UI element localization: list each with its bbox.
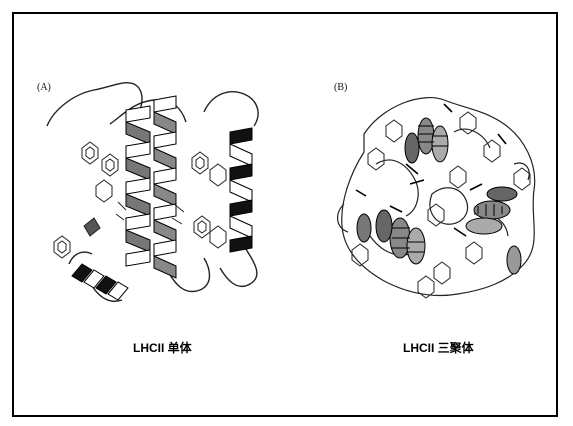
pigment-ring <box>434 262 450 284</box>
pigment-ring <box>484 140 500 162</box>
pigment-ring <box>386 120 402 142</box>
pigment-ring <box>368 148 384 170</box>
pigment-ring <box>514 168 530 190</box>
trimer-subunit-right <box>466 187 521 274</box>
trimer-subunit-bottom-left <box>357 210 425 264</box>
pigment-ring <box>466 242 482 264</box>
pigment-ring <box>450 166 466 188</box>
figure-frame: (A) <box>12 12 558 417</box>
panel-b-caption: LHCII 三聚体 <box>403 339 474 356</box>
trimer-subunit-top <box>405 118 448 163</box>
lhcii-trimer-illustration <box>14 14 560 419</box>
